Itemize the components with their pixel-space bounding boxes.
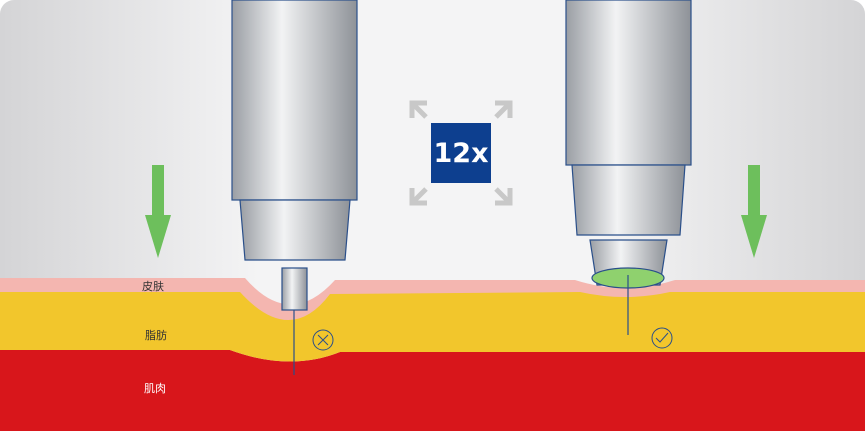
skin-label: 皮肤 <box>142 280 164 293</box>
cross-mark-icon <box>312 329 334 351</box>
pen-right <box>565 0 692 335</box>
muscle-layer <box>0 350 865 431</box>
expand-icon <box>409 100 513 206</box>
skin-layer <box>0 278 865 321</box>
magnification-badge: 12x <box>431 123 491 183</box>
down-arrow-icon <box>145 165 767 258</box>
pen-left <box>231 0 358 375</box>
muscle-label: 肌肉 <box>144 382 166 395</box>
check-mark-icon <box>651 327 673 349</box>
fat-layer <box>0 290 865 362</box>
fat-label: 脂肪 <box>145 329 167 342</box>
